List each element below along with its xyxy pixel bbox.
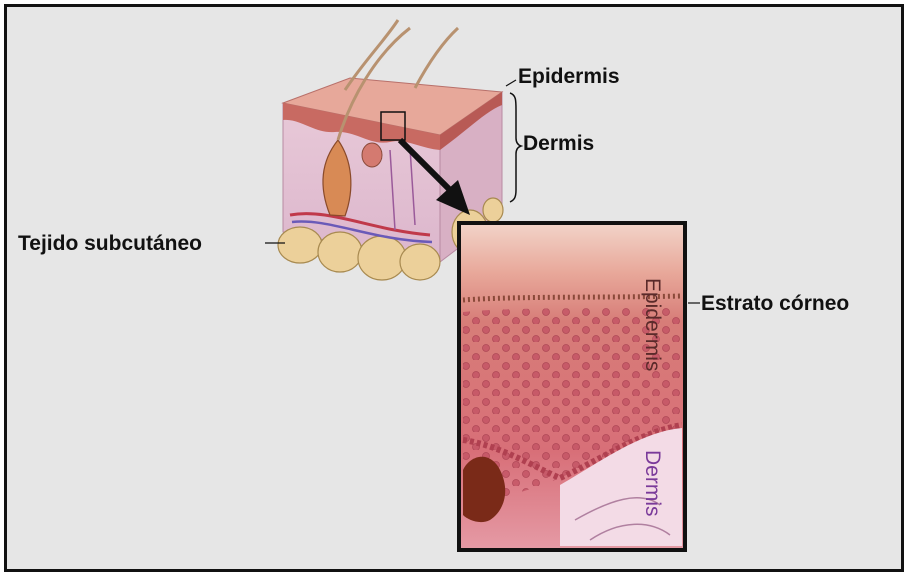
label-stratum-corneum: Estrato córneo <box>701 293 849 314</box>
label-subcutaneous-tissue: Tejido subcutáneo <box>18 233 202 254</box>
label-epidermis: Epidermis <box>518 66 620 87</box>
dermis-brace <box>510 93 521 202</box>
inset-label-epidermis: Epidermis <box>642 278 663 371</box>
label-dermis: Dermis <box>523 133 594 154</box>
inset-label-dermis: Dermis <box>642 450 663 517</box>
